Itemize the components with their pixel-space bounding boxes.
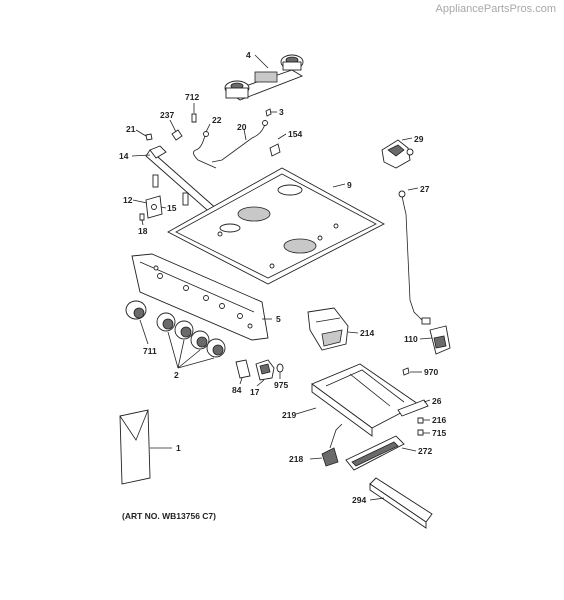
callout-3: 3 [279,107,284,117]
screw-715[interactable] [417,429,424,436]
callout-2: 2 [174,370,179,380]
callout-110: 110 [404,334,418,344]
callout-970: 970 [424,367,438,377]
callout-22: 22 [212,115,222,125]
bracket-12[interactable] [145,195,163,219]
bracket-26[interactable] [397,399,429,417]
screw-975[interactable] [276,363,284,373]
callout-214: 214 [360,328,374,338]
label-84[interactable] [235,359,251,379]
knob-2b[interactable] [174,320,194,340]
screw-712[interactable] [191,113,197,123]
callout-18: 18 [138,226,148,236]
callout-711: 711 [143,346,157,356]
knob-2c[interactable] [190,330,210,350]
literature-1[interactable] [119,409,151,485]
cooktop-9[interactable] [167,167,385,285]
ignition-switch-17[interactable] [255,359,275,381]
callout-1: 1 [176,443,181,453]
callout-27: 27 [420,184,430,194]
callout-216: 216 [432,415,446,425]
callout-21: 21 [126,124,136,134]
callout-712: 712 [185,92,199,102]
screw-216[interactable] [417,417,424,424]
callout-294: 294 [352,495,366,505]
callout-218: 218 [289,454,303,464]
callout-26: 26 [432,396,442,406]
clip-154[interactable] [269,143,281,157]
callout-715: 715 [432,428,446,438]
callout-5: 5 [276,314,281,324]
knob-2a[interactable] [156,312,176,332]
callout-219: 219 [282,410,296,420]
callout-975: 975 [274,380,288,390]
callout-154: 154 [288,129,302,139]
screw-970[interactable] [402,367,410,376]
callout-237: 237 [160,110,174,120]
bracket-214[interactable] [307,307,349,351]
callout-14: 14 [119,151,129,161]
callout-272: 272 [418,446,432,456]
callout-84: 84 [232,385,242,395]
callout-9: 9 [347,180,352,190]
gas-tube-27[interactable] [398,190,431,325]
knob-711[interactable] [125,300,147,320]
callout-20: 20 [237,122,247,132]
igniter-110[interactable] [429,325,451,355]
callout-17: 17 [250,387,260,397]
screw-21[interactable] [145,133,153,141]
burner-272[interactable] [345,435,405,471]
control-panel-5[interactable] [131,253,269,341]
gas-valve-29[interactable] [381,139,414,169]
gas-tube-22[interactable] [193,131,217,169]
orifice-fitting[interactable] [171,129,183,141]
callout-29: 29 [414,134,424,144]
gas-tube-20[interactable] [211,120,268,163]
callout-12: 12 [123,195,133,205]
art-number: (ART NO. WB13756 C7) [122,511,216,521]
screw-3[interactable] [265,108,272,117]
callout-15: 15 [167,203,177,213]
igniter-wire-218[interactable] [321,423,343,467]
knob-2d[interactable] [206,338,226,358]
screw-18[interactable] [139,213,145,221]
watermark: AppliancePartsPros.com [435,3,556,15]
callout-4: 4 [246,50,251,60]
burner-box-219[interactable] [311,363,419,437]
tray-294[interactable] [369,477,433,529]
burner-assembly[interactable] [224,54,304,101]
